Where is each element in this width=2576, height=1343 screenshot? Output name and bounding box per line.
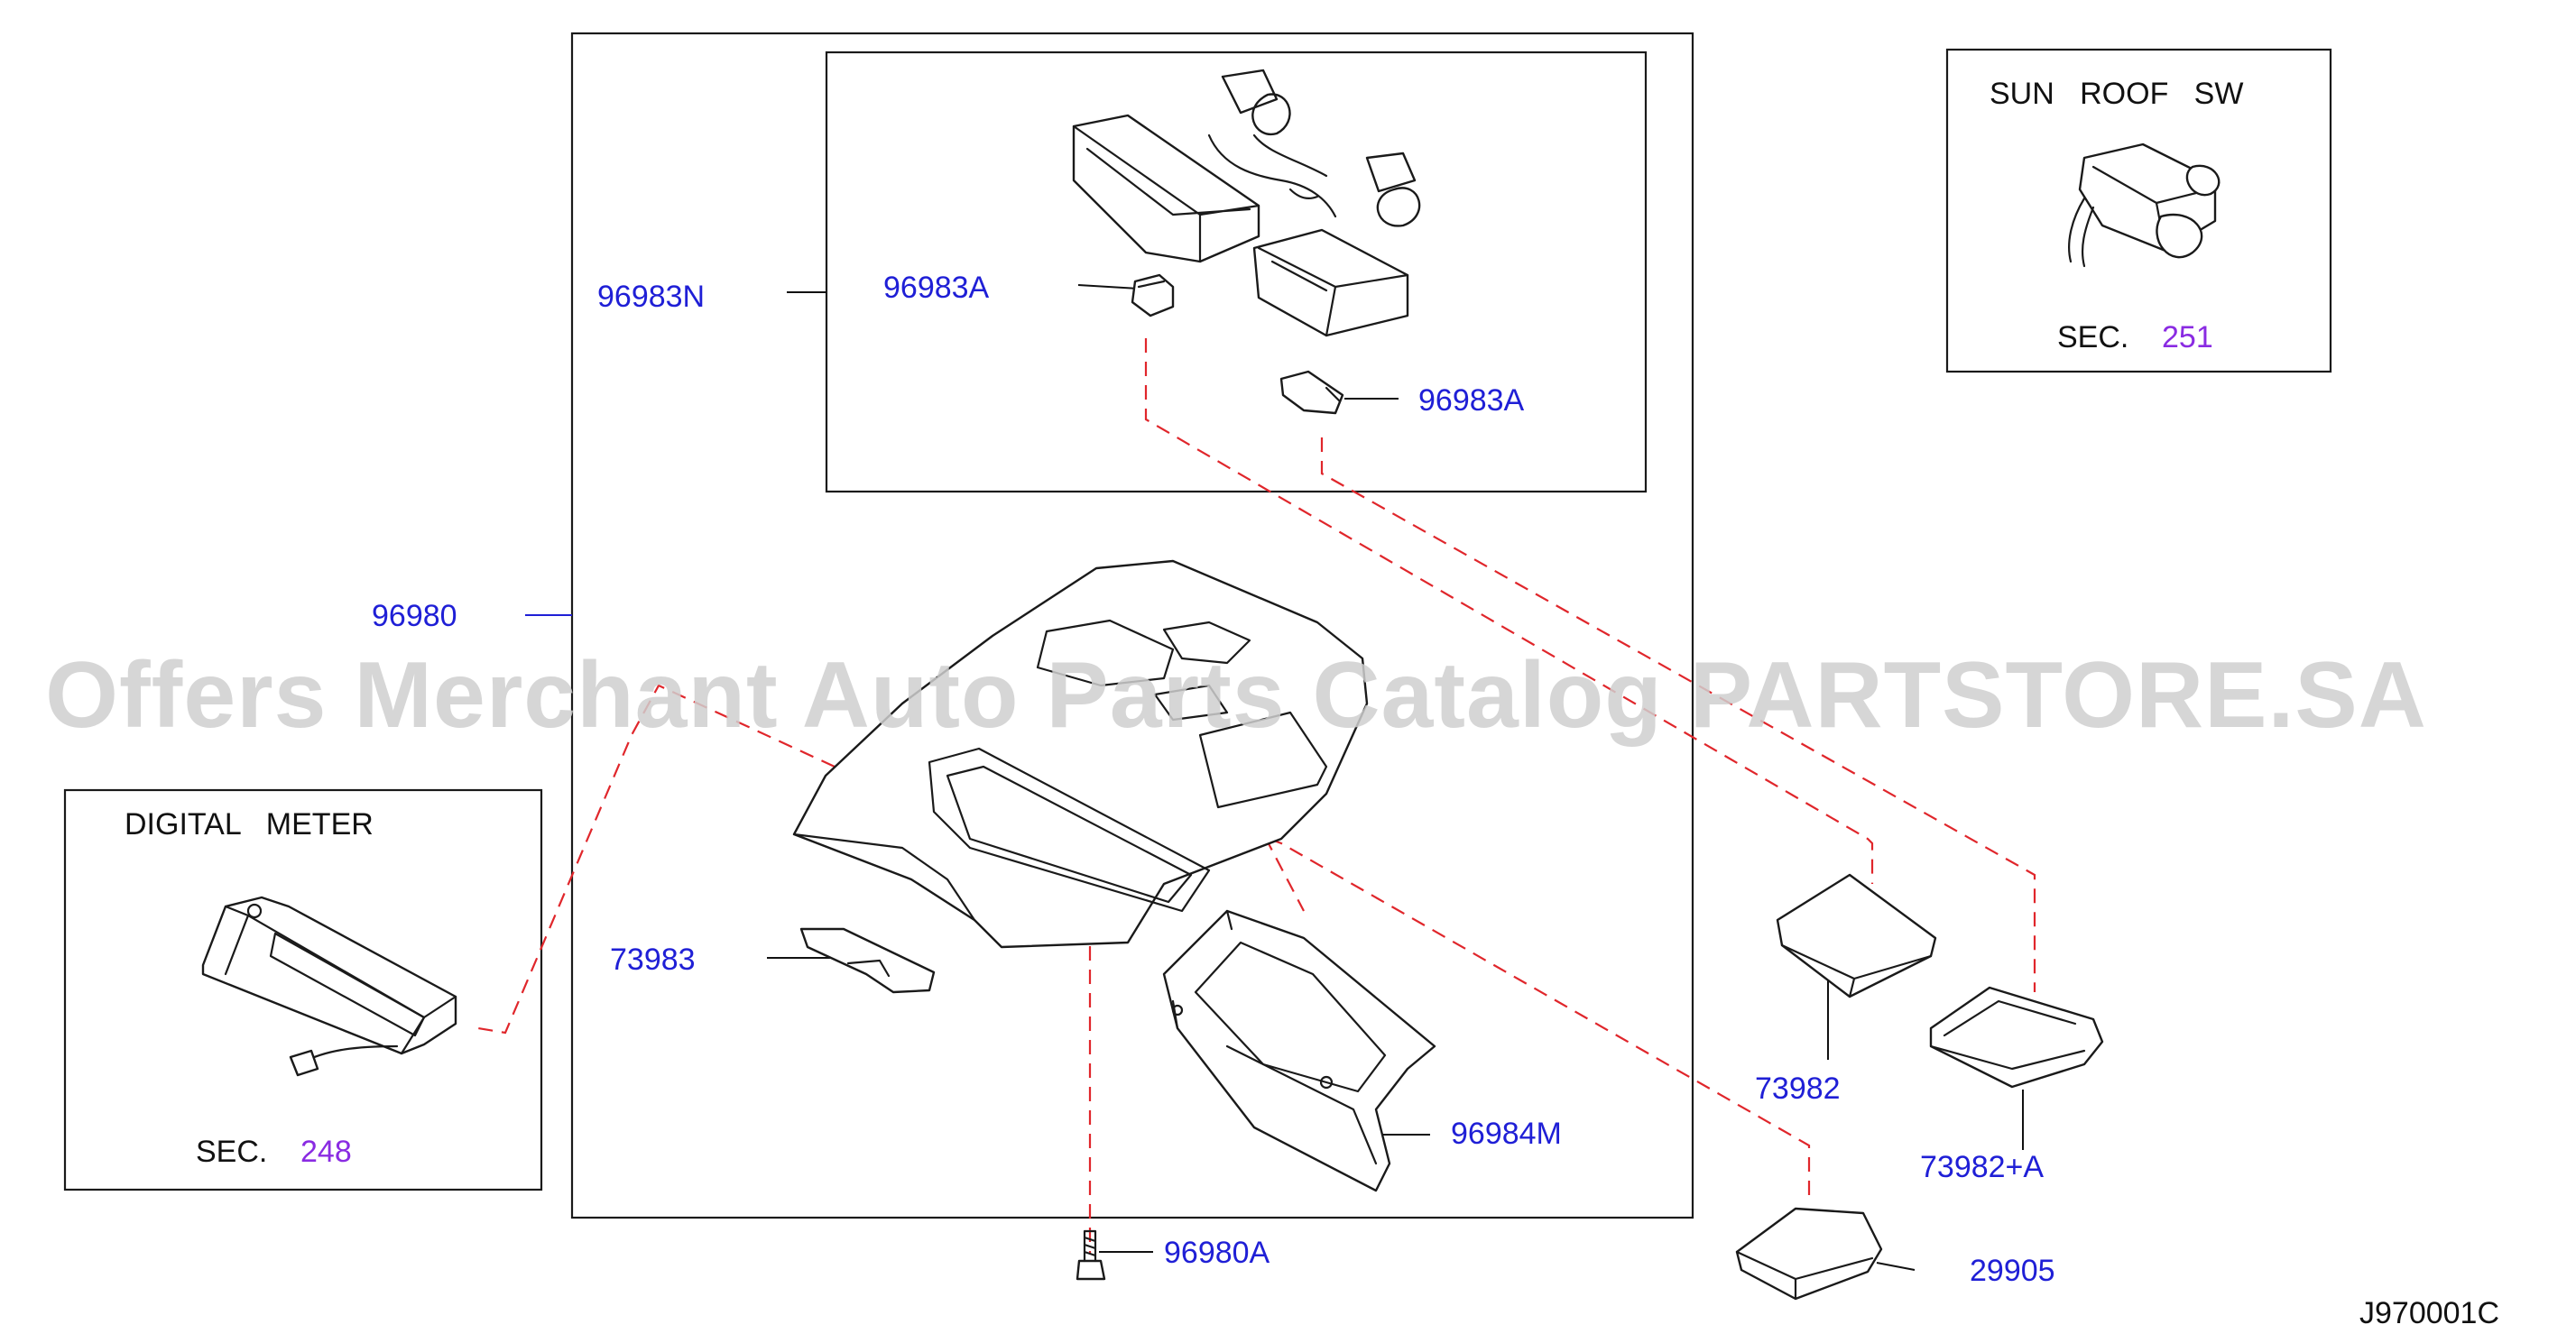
leader-lines [525,284,2024,1271]
label-96980: 96980 [372,599,457,633]
digital-meter-box [63,788,543,1191]
digital-meter-sec-number[interactable]: 248 [300,1135,352,1169]
lens-73982a-drawing [1929,986,2104,1089]
console-housing-drawing [792,559,1369,949]
watermark-text: Offers Merchant Auto Parts Catalog PARTS… [45,643,2427,748]
label-96983a-right: 96983A [1418,383,1525,418]
label-96983a-left: 96983A [883,271,990,305]
sunroof-switch-box [1945,48,2332,373]
diagram-code: J970001C [2359,1296,2499,1330]
main-assembly-frame [570,32,1694,1219]
label-96983n: 96983N [597,280,705,314]
sunroof-title: SUN ROOF SW [1990,77,2243,111]
label-96980a: 96980A [1164,1236,1270,1270]
digital-meter-title: DIGITAL METER [125,807,374,842]
digital-meter-drawing [201,896,457,1077]
label-73982a: 73982+A [1920,1150,2044,1184]
label-96984m: 96984M [1451,1117,1562,1151]
screw-96980a-drawing [1076,1229,1106,1281]
map-lamp-housing-drawing [1072,69,1421,337]
lamp-subassembly-frame [825,51,1648,493]
bracket-96984m-drawing [1162,909,1436,1192]
lens-73982-drawing [1776,873,1937,998]
lens-29905-drawing [1735,1207,1883,1301]
bulb-96983a-right-drawing [1279,370,1344,415]
dash-console-to-digital-meter [477,684,836,1035]
dash-96983a-to-73982 [1144,338,1874,884]
label-73983: 73983 [610,943,696,977]
label-73982: 73982 [1755,1072,1841,1106]
dash-console-to-29905 [1114,778,1811,1200]
sunroof-switch-drawing [2068,143,2221,268]
sunroof-sec-number[interactable]: 251 [2162,320,2213,354]
label-29905: 29905 [1970,1254,2055,1288]
sunroof-sec-label: SEC. [2057,320,2128,354]
digital-meter-sec-label: SEC. [196,1135,267,1169]
cover-73983-drawing [799,927,936,994]
bulb-96983a-left-drawing [1131,273,1175,317]
